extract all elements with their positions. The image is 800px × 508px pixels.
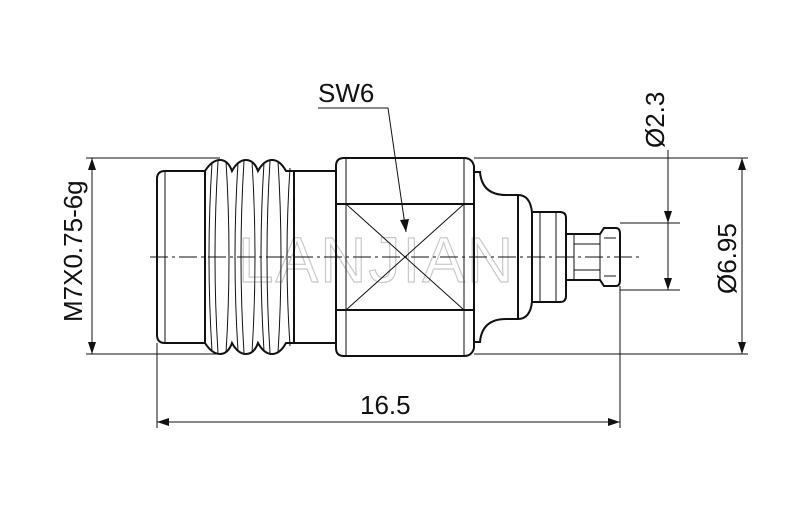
- thread-label: M7X0.75-6g: [58, 180, 88, 322]
- sw-label: SW6: [318, 78, 374, 108]
- center-pin: [566, 227, 621, 287]
- dia-small-label: Ø2.3: [640, 92, 670, 148]
- threaded-body: [156, 158, 336, 356]
- hex-nut: [335, 157, 475, 357]
- rear-sleeve: [474, 171, 567, 343]
- thread-crests-bottom: [204, 340, 294, 356]
- arrow-head: [400, 219, 409, 232]
- arrow-head: [664, 211, 672, 223]
- length-label: 16.5: [360, 390, 411, 420]
- arrow-head: [738, 342, 746, 354]
- watermark-text: LANJIAN: [238, 224, 515, 296]
- arrow-head: [88, 158, 96, 170]
- arrow-head: [738, 158, 746, 170]
- thread-dimension: [86, 157, 220, 355]
- arrow-head: [608, 418, 620, 426]
- arrow-head: [88, 342, 96, 354]
- length-dimension: [156, 286, 621, 428]
- thread-crests-top: [204, 158, 294, 174]
- dia-large-label: Ø6.95: [712, 223, 742, 294]
- sw-leader: [318, 107, 409, 233]
- arrow-head: [157, 418, 169, 426]
- neck: [294, 170, 336, 344]
- dia-small-dimension: [620, 150, 680, 291]
- front-collar: [156, 170, 205, 344]
- dia-large-dimension: [474, 157, 748, 355]
- arrow-head: [664, 278, 672, 290]
